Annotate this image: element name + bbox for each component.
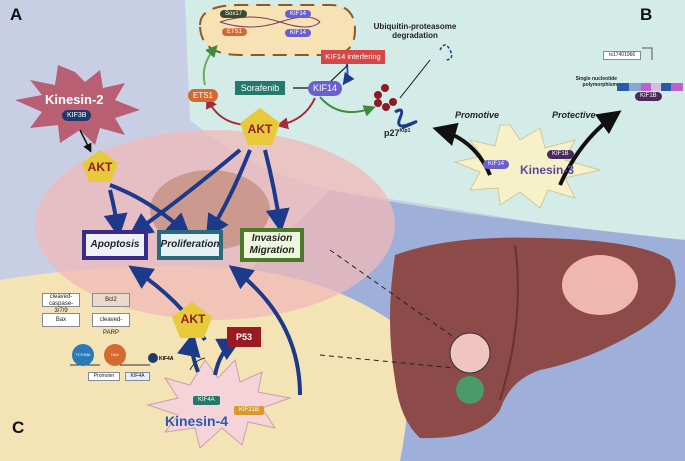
kinesin-3-burst: [453, 124, 601, 209]
p53-box: P53: [227, 327, 261, 347]
tf1-label: TCF/Mlc: [75, 352, 91, 357]
marker-cleaved-caspase: cleaved-caspase-3/7/9: [42, 293, 80, 314]
snp-id: rs17401966: [603, 51, 641, 60]
kif14-node: KIF14: [308, 81, 343, 96]
kinesin-2-title: Kinesin-2: [45, 92, 104, 107]
akt-top: AKT: [247, 122, 273, 136]
sox17-label: Sox17: [220, 10, 248, 18]
marker-bcl2: Bcl2: [92, 293, 130, 307]
tf2-label: HAX: [110, 352, 120, 357]
sorafenib-box: Sorafenib: [235, 81, 285, 95]
ets1-nuclear-label: ETS1: [222, 28, 248, 36]
snp-chart: [617, 83, 683, 91]
kif3b-label: KIF3B: [62, 110, 92, 121]
ets1-node: ETS1: [188, 89, 219, 102]
panel-label-b: B: [640, 5, 653, 24]
akt-kinesin-4: AKT: [180, 312, 206, 326]
ubiquitin-label: Ubiquitin-proteasome degradation: [373, 22, 457, 40]
promotive-label: Promotive: [455, 110, 500, 120]
kif4a-protein-label: KIF4A: [159, 356, 174, 362]
kif1b-snp-gene: KIF1B: [635, 92, 662, 101]
kif21b-label: KIF21B: [234, 406, 265, 415]
snp-label: Single nucleotide polymorphism: [575, 76, 617, 88]
panel-label-a: A: [10, 5, 23, 24]
p27-label: p27Kip1: [384, 128, 411, 138]
panel-label-c: C: [12, 418, 25, 437]
kif4a-gene-box: KIF4A: [125, 372, 150, 381]
liver-tumor: [449, 332, 491, 374]
protective-label: Protective: [552, 110, 596, 120]
kif14-kinesin-3: KIF14: [483, 160, 510, 169]
kinesin-2-burst: [15, 65, 140, 145]
marker-bax: Bax: [42, 313, 80, 327]
proliferation-box: Proliferation: [157, 230, 223, 260]
akt-kinesin-2: AKT: [87, 160, 113, 174]
kinesin-3-title: Kinesin-3: [520, 163, 575, 177]
promoter-box: Promoter: [88, 372, 120, 381]
apoptosis-box: Apoptosis: [82, 230, 148, 260]
kinesin-4-title: Kinesin-4: [165, 413, 229, 429]
kif14-gene-activated: KIF14: [285, 29, 312, 37]
akt-pentagons: [82, 108, 280, 338]
kif1b-kinesin-3: KIF1B: [547, 150, 574, 159]
kif14-gene-inhibited: KIF14: [285, 10, 312, 18]
marker-cleaved-parp: cleaved-PARP: [92, 313, 130, 336]
kif14-interfering-box: KIF14 interfering: [321, 50, 385, 64]
kif4a-kinesin-4: KIF4A: [193, 396, 220, 405]
